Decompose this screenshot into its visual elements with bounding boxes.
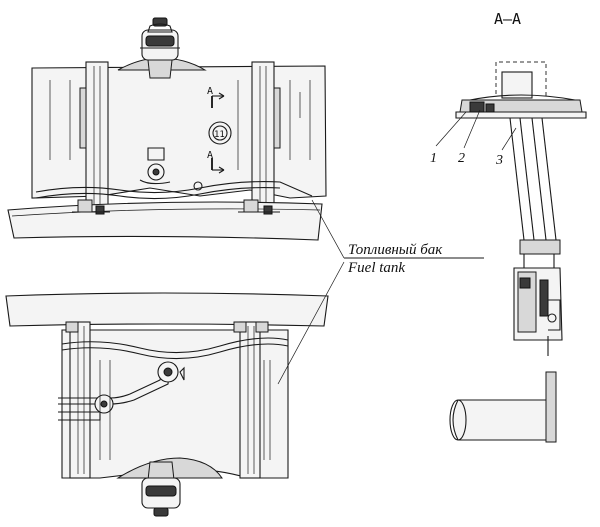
caption-russian: Топливный бак <box>348 242 443 258</box>
upper-tank-view: 11 A A <box>7 17 327 241</box>
sender-bracket <box>513 267 563 356</box>
lower-frame-rail <box>5 292 329 327</box>
caption-english: Fuel tank <box>347 260 405 276</box>
filler-cap-center: 11 <box>208 121 232 145</box>
callout-leaders <box>435 109 517 151</box>
cut-mark-bottom: A <box>207 150 213 161</box>
fuel-lines <box>58 361 185 421</box>
upper-bracket-bolts <box>72 199 280 215</box>
sender-float <box>449 371 557 443</box>
section-cut-marks: A A <box>207 86 225 174</box>
sender-tube <box>509 117 561 268</box>
caption-leaders <box>277 199 484 385</box>
section-aa-view <box>435 61 587 443</box>
lower-strap-right <box>233 321 269 479</box>
cut-mark-top: A <box>207 86 213 97</box>
lower-strap-left <box>65 321 91 479</box>
filler-cap-top <box>140 17 180 79</box>
callout-1: 1 <box>430 151 437 166</box>
callout-3: 3 <box>495 153 503 168</box>
sender-flange <box>455 94 587 119</box>
callout-2: 2 <box>458 151 465 166</box>
filler-cap-number: 11 <box>214 130 225 140</box>
upper-frame-rail <box>7 201 323 241</box>
filler-cap-bottom <box>141 461 181 517</box>
lower-tank-view <box>5 292 329 517</box>
section-label: A–A <box>494 10 521 28</box>
